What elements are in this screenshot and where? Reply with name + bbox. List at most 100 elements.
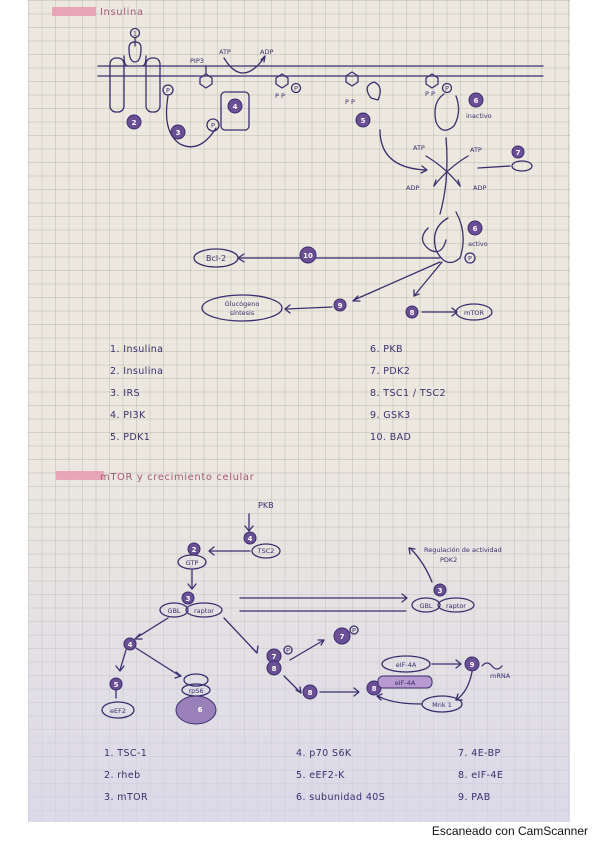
synthesis-label: síntesis [230,309,255,317]
rps6-label: rpS6 [188,687,203,695]
svg-text:1. Insulina: 1. Insulina [110,344,163,355]
regulation-label: Regulación de actividad [424,546,502,554]
svg-text:8: 8 [410,309,415,317]
svg-text:1. TSC-1: 1. TSC-1 [104,748,147,759]
svg-text:8. TSC1 / TSC2: 8. TSC1 / TSC2 [370,388,446,399]
svg-text:4: 4 [233,103,238,111]
tsc-8 [405,305,419,319]
svg-text:P P: P P [425,90,435,98]
inactive-label: inactivo [466,112,492,120]
gbl-label: GBL [167,607,180,615]
svg-text:P: P [166,87,170,95]
glycogen-oval [201,294,283,322]
raptor-label: raptor [194,607,214,615]
svg-text:2. Insulina: 2. Insulina [110,366,163,377]
svg-text:ATP: ATP [413,144,425,152]
pi3k-box [220,91,250,131]
svg-text:9. PAB: 9. PAB [458,792,491,803]
gsk3-9 [333,298,347,312]
svg-text:9. GSK3: 9. GSK3 [370,410,411,421]
svg-text:9: 9 [470,661,475,669]
svg-text:8: 8 [272,665,277,673]
mtor-3 [181,591,195,605]
active-label: activo [468,240,488,248]
svg-text:7: 7 [272,653,277,661]
receptor-right [145,57,161,113]
title-highlight [52,7,96,16]
mtor-label: mTOR [464,309,484,317]
svg-text:4: 4 [128,641,133,649]
bad-10 [299,246,317,264]
svg-text:raptor: raptor [446,602,466,610]
svg-text:8: 8 [308,689,313,697]
section1-title: Insulina [100,7,144,18]
svg-text:P: P [286,647,290,655]
scanner-watermark: Escaneado con CamScanner [431,824,588,838]
svg-text:7: 7 [340,633,345,641]
pi3k-4 [227,98,243,114]
svg-text:9: 9 [338,302,343,310]
glycogen-label: Glucógeno [225,300,260,308]
svg-text:8: 8 [372,685,377,693]
svg-text:6: 6 [473,225,478,233]
section2-title: mTOR y crecimiento celular [100,472,255,483]
tsc1-4 [243,531,257,545]
svg-text:P: P [294,85,298,93]
phospho-p [162,84,174,96]
svg-text:3: 3 [438,587,443,595]
svg-text:3. mTOR: 3. mTOR [104,792,148,803]
svg-text:6: 6 [474,97,479,105]
svg-text:5. PDK1: 5. PDK1 [110,432,150,443]
irs-3 [170,124,186,140]
legend-section1-right: 6. PKB 7. PDK2 8. TSC1 / TSC2 9. GSK3 10… [370,344,446,443]
legend-section2-col1: 1. TSC-1 2. rheb 3. mTOR [104,748,148,803]
svg-text:10: 10 [303,252,313,260]
pkb-6 [468,92,484,108]
svg-text:P: P [468,255,472,263]
legend-section2-col2: 4. p70 S6K 5. eEF2-K 6. subunidad 40S [296,748,385,803]
svg-text:4. PI3K: 4. PI3K [110,410,146,421]
svg-text:P P: P P [345,98,355,106]
notes-drawing: Insulina 1 2 P 3 P PIP3 ATP ADP 4 P P P … [52,7,544,803]
svg-text:2: 2 [192,546,197,554]
pkb-label: PKB [258,501,274,510]
svg-text:6. subunidad 40S: 6. subunidad 40S [296,792,385,803]
eif4a-label-2: eIF-4A [395,679,416,687]
pab-9 [464,656,480,672]
p70s6k-4 [123,637,137,651]
insulin-receptor-2 [126,114,142,130]
svg-text:7. 4E-BP: 7. 4E-BP [458,748,501,759]
phospho-p [206,118,220,132]
mnk1-label: Mnk 1 [432,701,452,709]
eef2-label: eEF2 [110,707,126,715]
svg-text:4. p70 S6K: 4. p70 S6K [296,748,352,759]
svg-text:3. IRS: 3. IRS [110,388,140,399]
notebook-page: Insulina 1 2 P 3 P PIP3 ATP ADP 4 P P P … [28,0,570,822]
svg-text:8. eIF-4E: 8. eIF-4E [458,770,503,781]
regulation-pdk2: PDK2 [440,556,457,564]
adp-label: ADP [260,48,273,56]
svg-text:1: 1 [133,30,137,38]
svg-text:P P: P P [275,92,285,100]
mrna-label: mRNA [490,672,511,680]
atp-label: ATP [219,48,231,56]
svg-text:3: 3 [186,595,191,603]
pkb-6-active [467,220,483,236]
bcl2-oval [193,248,239,268]
legend-section2-col3: 7. 4E-BP 8. eIF-4E 9. PAB [458,748,503,803]
legend-section1-left: 1. Insulina 2. Insulina 3. IRS 4. PI3K 5… [110,344,163,443]
pdk2-7 [511,145,525,159]
svg-text:7. PDK2: 7. PDK2 [370,366,410,377]
tsc2-label: TSC2 [257,547,275,555]
pip3-label: PIP3 [190,57,204,65]
svg-text:3: 3 [176,129,181,137]
mtor-oval [455,303,493,321]
pdk1-5 [355,112,371,128]
svg-text:5. eEF2-K: 5. eEF2-K [296,770,345,781]
svg-text:6: 6 [198,706,203,714]
svg-text:5: 5 [114,681,119,689]
svg-text:10. BAD: 10. BAD [370,432,411,443]
gtp-label: GTP [186,559,199,567]
receptor-left [109,57,125,113]
svg-text:GBL: GBL [419,602,432,610]
